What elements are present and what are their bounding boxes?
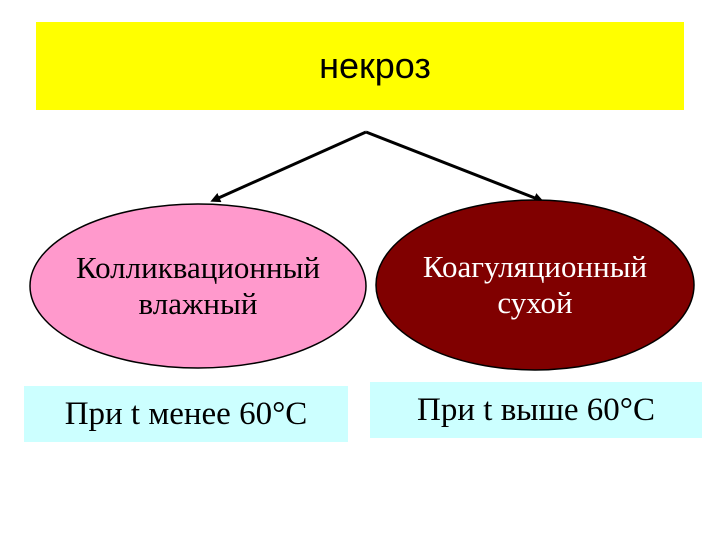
label-above-60: При t выше 60°С (370, 382, 702, 438)
right-node-ellipse (375, 199, 695, 371)
left-node-ellipse (29, 203, 367, 369)
node-colliquative: Колликвационный влажный (30, 204, 366, 368)
node-colliquative-line2: влажный (138, 286, 258, 321)
node-coagulative-line2: сухой (497, 285, 573, 320)
label-below-60: При t менее 60°С (24, 386, 348, 442)
arrow-to-right-node (365, 130, 544, 203)
title-text: некроз (319, 45, 431, 86)
node-colliquative-line1: Колликвационный (75, 250, 321, 286)
node-coagulative: Коагуляционный сухой (376, 200, 694, 370)
node-coagulative-line1: Коагуляционный (422, 249, 648, 285)
title-box: некроз (36, 22, 684, 110)
arrow-to-left-node (210, 130, 367, 203)
